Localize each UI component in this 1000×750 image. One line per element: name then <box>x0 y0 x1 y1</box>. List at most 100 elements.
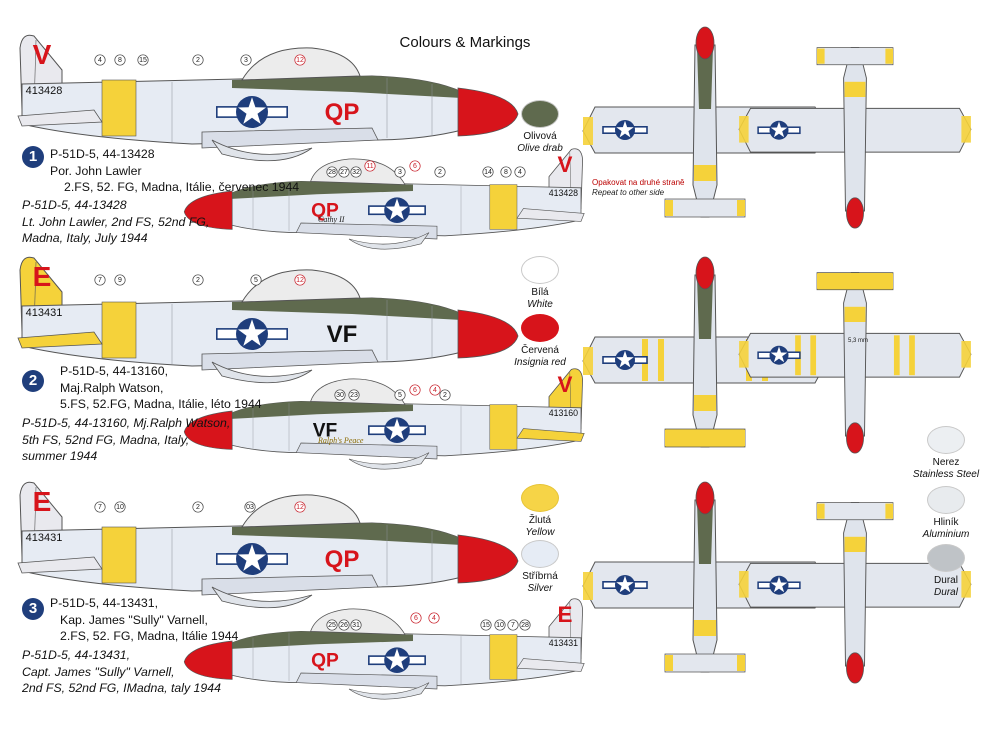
scheme-3-bottom-view-wing-roundel <box>757 575 801 595</box>
callout-0: 4 <box>94 54 106 66</box>
callout-8-label: 2 <box>196 277 200 284</box>
scheme-3-left-profile <box>17 481 519 609</box>
callout-10-ring <box>294 274 306 286</box>
callout-40-label: 28 <box>521 622 529 629</box>
callout-4-label: 3 <box>244 57 248 64</box>
scheme-2-nose-art: Ralph's Peace <box>317 436 364 445</box>
callout-27-label: 23 <box>350 392 358 399</box>
callout-2: 15 <box>137 54 149 66</box>
scheme-3-bottom-view-wing-roundel-star <box>770 576 788 593</box>
callout-31: 2 <box>439 389 451 401</box>
callout-0-ring <box>94 54 106 66</box>
scheme-3-right-profile-stabiliser <box>516 658 585 672</box>
callout-1: 8 <box>114 54 126 66</box>
callout-38: 10 <box>494 619 506 631</box>
scheme-1-left-profile-radiator-scoop <box>211 139 313 162</box>
scheme-1-bottom-view-tailtip-left <box>817 48 825 64</box>
swatch-white-cz: Bílá <box>531 287 549 298</box>
callout-23-label: 14 <box>484 169 492 176</box>
callout-20-ring <box>394 166 406 178</box>
callout-35-label: 6 <box>414 615 418 622</box>
callout-39-label: 7 <box>511 622 515 629</box>
callout-14-label: 03 <box>246 504 254 511</box>
scheme-2-left-roundel <box>216 318 289 350</box>
callout-16-label: 28 <box>328 169 336 176</box>
scheme-3-right-profile <box>183 598 585 700</box>
callout-35-ring <box>410 612 422 624</box>
scheme-1-left-profile-antiglare <box>232 76 462 98</box>
scheme-1-right-roundel-star <box>385 198 409 220</box>
scheme-2-bottom-view <box>738 272 972 454</box>
callout-8-ring <box>192 274 204 286</box>
callout-6: 7 <box>94 274 106 286</box>
swatch-white-en: White <box>527 299 553 310</box>
callout-15: 12 <box>294 501 306 513</box>
scheme-3-right-profile-wing <box>295 672 438 690</box>
callout-24: 8 <box>500 166 512 178</box>
callout-6-label: 7 <box>98 277 102 284</box>
callout-29: 6 <box>409 384 421 396</box>
scheme-1-line-3: 2.FS, 52. FG, Madna, Itálie, červenec 19… <box>64 180 300 194</box>
callout-38-label: 10 <box>496 622 504 629</box>
scheme-3-right-profile-spinner <box>183 640 233 680</box>
scheme-2-bottom-view-wing-stripe-2 <box>893 335 900 376</box>
scheme-2-bottom-view-spinner <box>846 422 864 454</box>
callout-6-ring <box>94 274 106 286</box>
scheme-2-bottom-view-tailplane <box>816 272 894 291</box>
scheme-1-right-profile-antiglare <box>229 181 413 199</box>
callout-10: 12 <box>294 274 306 286</box>
callout-13: 2 <box>192 501 204 513</box>
swatch-silver-chip <box>521 540 559 568</box>
swatch-stainless-steel-en: Stainless Steel <box>912 469 980 480</box>
scheme-3-bottom-view-fuselage-band <box>844 536 866 552</box>
callout-30-ring <box>429 384 441 396</box>
scheme-3-line-3: 2.FS, 52. FG, Madna, Itálie 1944 <box>60 629 239 643</box>
scheme-2-right-profile-antiglare <box>229 401 413 419</box>
callout-40-ring <box>519 619 531 631</box>
swatch-silver-cz: Stříbrná <box>522 571 558 582</box>
callout-23-ring <box>482 166 494 178</box>
scheme-2-info-en: P-51D-5, 44-13160, Mj.Ralph Watson, 5th … <box>22 415 230 465</box>
callout-39-ring <box>507 619 519 631</box>
callout-1-label: 8 <box>118 57 122 64</box>
scheme-2-left-profile-stabiliser <box>17 331 103 349</box>
scheme-3-bottom-view-spinner <box>846 652 864 684</box>
swatch-insignia-red-en: Insignia red <box>514 357 566 368</box>
scheme-1-top-view-fuselage-band <box>694 165 716 181</box>
scheme-3-en-1: P-51D-5, 44-13431, <box>22 648 131 662</box>
scheme-2-right-tail-serial: 413160 <box>549 408 578 418</box>
callout-32: 25 <box>326 619 338 631</box>
scheme-2-bottom-view-tailtip-left <box>817 273 825 289</box>
page-title: Colours & Markings <box>399 34 531 51</box>
callout-21-label: 6 <box>413 163 417 170</box>
scheme-3-left-roundel-star <box>238 544 266 571</box>
callout-40: 28 <box>519 619 531 631</box>
swatch-dural-en: Dural <box>934 587 958 598</box>
scheme-2-bottom-view-wingtip-left <box>739 341 749 368</box>
scheme-1-right-roundel <box>368 197 426 223</box>
callout-11-ring <box>94 501 106 513</box>
swatch-yellow-chip <box>521 484 559 512</box>
callout-18-label: 32 <box>352 169 360 176</box>
scheme-1-bottom-view-wing-roundel-star <box>770 121 788 138</box>
scheme-2-right-profile-panel-lines <box>252 402 462 455</box>
callout-22-label: 2 <box>438 169 442 176</box>
callout-26-ring <box>334 389 346 401</box>
scheme-3-left-tail-serial: 413431 <box>26 532 63 544</box>
scheme-2-right-roundel-star <box>385 418 409 440</box>
scheme-2-en-2: 5th FS, 52nd FG, Madna, Italy, <box>22 432 190 447</box>
scheme-2-right-fuselage-code: VF <box>313 421 338 442</box>
dimension-label: 5,3 mm <box>848 338 868 344</box>
callout-11-label: 7 <box>98 504 102 511</box>
callout-19-label: 11 <box>366 163 373 170</box>
scheme-2-top-view-wingtip-left <box>583 347 593 375</box>
scheme-1-right-tail-serial: 413428 <box>549 188 578 198</box>
scheme-2-left-tail-letter: E <box>33 261 52 292</box>
callout-24-ring <box>500 166 512 178</box>
scheme-2-top-view-fuselage-band <box>694 395 716 411</box>
callout-28-label: 5 <box>398 392 402 399</box>
callout-11: 7 <box>94 501 106 513</box>
scheme-3-right-roundel <box>368 647 426 673</box>
scheme-3-top-view-antiglare <box>697 502 713 564</box>
